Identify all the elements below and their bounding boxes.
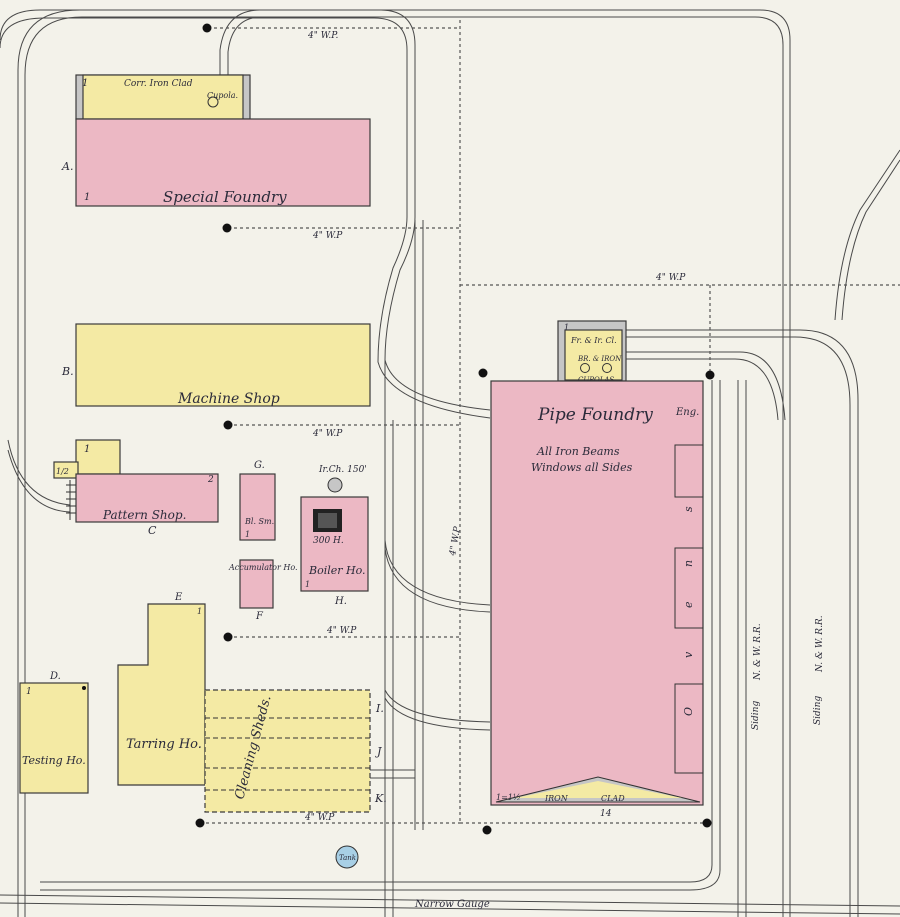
boiler-house-horsepower: 300 H. bbox=[313, 536, 344, 546]
pipe-foundry-annex-floors: 1 bbox=[564, 323, 569, 332]
pipe-foundry-roof: IRON bbox=[544, 794, 569, 803]
tarring-house-name: Tarring Ho. bbox=[126, 737, 202, 752]
testing-house-name: Testing Ho. bbox=[22, 754, 86, 767]
boiler-house-chimney: Ir.Ch. 150' bbox=[318, 465, 367, 475]
special-foundry-annex-floors: 1 bbox=[82, 78, 88, 89]
boiler-house: Ir.Ch. 150' 300 H. Boiler Ho. 1 H. bbox=[300, 465, 369, 607]
siding-label: Siding bbox=[813, 696, 823, 725]
boiler-house-name: Boiler Ho. bbox=[308, 564, 366, 577]
pipe-foundry-ovens-letter-e: e bbox=[682, 601, 695, 608]
cleaning-sheds: Cleaning Sheds. I. J K. bbox=[204, 689, 387, 813]
pipe-label: 4" W.P bbox=[304, 813, 335, 823]
pipe-foundry-ovens-letter-n: n bbox=[682, 560, 695, 567]
siding-label: Siding bbox=[751, 701, 761, 730]
accumulator-house-name: Accumulator Ho. bbox=[228, 563, 298, 572]
testing-house-letter: D. bbox=[49, 671, 61, 682]
testing-house: D. 1 Testing Ho. bbox=[19, 671, 89, 794]
pipe-label: 4" W.P bbox=[312, 231, 343, 241]
tarring-house-floors: 1 bbox=[197, 607, 202, 616]
narrow-gauge-label: Narrow Gauge bbox=[414, 899, 490, 910]
pipe-foundry-name: Pipe Foundry bbox=[537, 405, 653, 425]
special-foundry-name: Special Foundry bbox=[163, 188, 287, 206]
blacksmith-floors: 1 bbox=[245, 530, 250, 539]
pipe-foundry-ovens-letter-o: O bbox=[682, 707, 695, 716]
blacksmith-letter: G. bbox=[254, 460, 265, 471]
pipe-foundry-roof-2: CLAD bbox=[601, 794, 625, 803]
nw-rr-label: N. & W. R.R. bbox=[753, 623, 763, 681]
pipe-foundry-annex-note-2: CUPOLAS. bbox=[578, 376, 616, 384]
pipe-foundry-note-1: All Iron Beams bbox=[536, 445, 620, 458]
pipe-foundry-floors: 1=1½ bbox=[496, 793, 521, 802]
cleaning-sheds-letter-i: I. bbox=[375, 702, 384, 715]
pipe-label: 4" W.P. bbox=[307, 31, 338, 41]
boiler-house-letter: H. bbox=[334, 596, 347, 607]
testing-house-floors: 1 bbox=[26, 687, 32, 697]
pipe-foundry-annex-note-1: BR. & IRON bbox=[577, 355, 622, 363]
special-foundry-letter: A. bbox=[61, 160, 73, 173]
blacksmith-name: Bl. Sm. bbox=[244, 517, 274, 526]
pattern-shop-floors: 2 bbox=[207, 475, 214, 485]
tarring-house-letter: E bbox=[174, 592, 183, 603]
pipe-foundry: 1 Fr. & Ir. Cl. BR. & IRON CUPOLAS. Pipe… bbox=[490, 320, 704, 819]
pattern-shop-name: Pattern Shop. bbox=[102, 508, 186, 522]
special-foundry: 1 Corr. Iron Clad Cupola. Special Foundr… bbox=[61, 74, 371, 207]
tarring-house: E 1 Tarring Ho. bbox=[117, 592, 206, 786]
pipe-label: 4" W.P bbox=[312, 429, 343, 439]
pipe-foundry-annex-label: Fr. & Ir. Cl. bbox=[570, 336, 617, 345]
hydrants bbox=[195, 23, 715, 835]
water-pipes bbox=[200, 20, 900, 824]
blacksmith-shop: G. Bl. Sm. 1 bbox=[239, 460, 276, 541]
nw-rr-label: N. & W. R.R. bbox=[815, 615, 825, 673]
boiler-house-floors: 1 bbox=[305, 580, 310, 589]
special-foundry-floors: 1 bbox=[84, 192, 90, 203]
pattern-shop: 1 1/2 2 Pattern Shop. C bbox=[53, 439, 219, 537]
accumulator-house-letter: F bbox=[255, 611, 264, 622]
pipe-label: 4" W.P bbox=[448, 525, 463, 558]
machine-shop-letter: B. bbox=[61, 365, 74, 378]
pipe-foundry-ovens-letter-s: s bbox=[682, 506, 695, 512]
machine-shop-name: Machine Shop bbox=[177, 391, 280, 407]
cleaning-sheds-letter-j: J bbox=[375, 745, 382, 758]
railroad-tracks bbox=[0, 9, 900, 917]
pipe-label: 4" W.P bbox=[655, 273, 686, 283]
water-tank: Tank bbox=[335, 845, 359, 869]
pipe-foundry-ovens-letter-v: v bbox=[682, 651, 695, 658]
special-foundry-cupola: Cupola. bbox=[207, 91, 238, 100]
pattern-shop-annex-floors: 1 bbox=[84, 444, 90, 455]
machine-shop: Machine Shop B. bbox=[61, 323, 371, 407]
pipe-foundry-engine: Eng. bbox=[675, 407, 699, 418]
pipe-foundry-mark: 14 bbox=[600, 809, 612, 819]
special-foundry-annex-label: Corr. Iron Clad bbox=[124, 79, 193, 89]
accumulator-house: Accumulator Ho. F bbox=[228, 559, 298, 622]
pattern-shop-letter: C bbox=[148, 524, 157, 537]
cleaning-sheds-letter-k: K. bbox=[374, 792, 387, 805]
pipe-label: 4" W.P bbox=[326, 626, 357, 636]
tank-label: Tank bbox=[339, 854, 356, 862]
rail-labels: Siding N. & W. R.R. Siding N. & W. R.R. … bbox=[414, 615, 825, 910]
pattern-shop-annex-mark: 1/2 bbox=[56, 467, 69, 476]
pipe-foundry-note-2: Windows all Sides bbox=[531, 461, 633, 474]
